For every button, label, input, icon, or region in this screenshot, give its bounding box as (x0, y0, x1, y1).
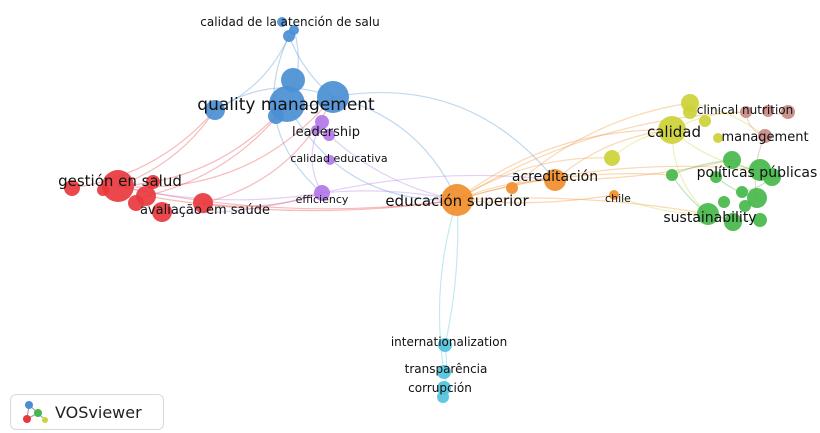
node-yellow[interactable] (658, 116, 686, 144)
node-orange[interactable] (441, 184, 473, 216)
node-green[interactable] (666, 169, 678, 181)
node-purple[interactable] (325, 155, 335, 165)
node-red[interactable] (97, 184, 109, 196)
node-pink[interactable] (740, 106, 752, 118)
node-blue[interactable] (317, 81, 349, 113)
link-orange (456, 129, 673, 201)
node-cyan[interactable] (438, 338, 452, 352)
node-pink[interactable] (758, 129, 772, 143)
node-green[interactable] (697, 203, 719, 225)
brand-name: VOSviewer (55, 402, 142, 422)
link-red (117, 185, 458, 210)
node-red[interactable] (193, 193, 213, 213)
link-orange (456, 165, 761, 201)
node-cyan[interactable] (437, 391, 449, 403)
term-label[interactable]: calidad de la atención de salu (200, 15, 379, 29)
term-label[interactable]: sustainability (663, 210, 756, 226)
node-green[interactable] (724, 213, 742, 231)
node-purple[interactable] (311, 125, 321, 135)
link-blue (286, 103, 458, 201)
node-blue[interactable] (205, 100, 225, 120)
link-red (71, 109, 216, 189)
link-orange (456, 157, 613, 201)
term-label[interactable]: calidad educativa (290, 152, 387, 165)
node-cyan[interactable] (437, 381, 451, 395)
node-green[interactable] (753, 213, 767, 227)
node-green[interactable] (710, 171, 722, 183)
node-green[interactable] (763, 168, 781, 186)
node-orange[interactable] (506, 182, 518, 194)
node-red[interactable] (146, 175, 160, 189)
link-orange (554, 159, 733, 181)
link-red (145, 195, 458, 212)
node-red[interactable] (152, 202, 172, 222)
node-red[interactable] (102, 170, 134, 202)
node-purple[interactable] (314, 185, 330, 201)
node-yellow[interactable] (699, 115, 711, 127)
vosviewer-brand: VOSviewer (10, 394, 164, 430)
vosviewer-logo-icon (23, 401, 48, 423)
term-label[interactable]: políticas públicas (697, 165, 818, 181)
term-label[interactable]: calidad (647, 123, 701, 141)
link-purple (321, 174, 556, 194)
node-blue[interactable] (277, 17, 287, 27)
term-label[interactable]: quality management (197, 95, 375, 115)
node-green[interactable] (723, 151, 741, 169)
link-orange (511, 102, 691, 189)
link-orange (554, 129, 673, 181)
node-yellow[interactable] (604, 150, 620, 166)
term-label[interactable]: chile (605, 192, 631, 205)
link-red (202, 192, 323, 207)
term-label[interactable]: corrupción (408, 381, 472, 395)
link-red (117, 103, 288, 187)
link-orange (456, 197, 709, 215)
term-label[interactable]: avaliação em saúde (140, 203, 270, 218)
node-layer (64, 17, 795, 403)
node-blue[interactable] (268, 108, 284, 124)
node-green[interactable] (747, 188, 767, 208)
term-label[interactable]: leadership (292, 125, 360, 140)
node-red[interactable] (64, 180, 80, 196)
term-label[interactable]: gestión en salud (58, 172, 182, 190)
node-green[interactable] (736, 186, 748, 198)
term-label[interactable]: clinical nutrition (697, 103, 793, 117)
label-layer: calidad de la atención de salu quality ma… (58, 15, 817, 395)
node-orange[interactable] (609, 190, 619, 200)
term-label[interactable]: management (721, 130, 808, 145)
node-red[interactable] (128, 195, 144, 211)
node-purple[interactable] (315, 115, 329, 129)
link-orange (456, 194, 615, 204)
link-blue (332, 96, 458, 201)
node-blue[interactable] (289, 25, 299, 35)
link-purple (161, 192, 323, 214)
node-purple[interactable] (323, 129, 335, 141)
node-green[interactable] (739, 200, 751, 212)
node-orange[interactable] (544, 169, 566, 191)
node-green[interactable] (718, 196, 730, 208)
term-label[interactable]: transparência (405, 362, 488, 376)
link-cyan (438, 199, 458, 373)
link-blue (214, 35, 290, 111)
link-purple (328, 134, 458, 201)
node-pink[interactable] (762, 105, 774, 117)
term-label[interactable]: acreditación (512, 169, 598, 185)
link-cyan (444, 199, 459, 346)
node-yellow[interactable] (683, 105, 697, 119)
term-label[interactable]: educación superior (385, 192, 529, 210)
node-yellow[interactable] (713, 133, 723, 143)
link-orange (456, 111, 747, 201)
term-label[interactable]: efficiency (296, 193, 349, 206)
node-cyan[interactable] (437, 365, 451, 379)
node-pink[interactable] (781, 105, 795, 119)
term-label[interactable]: internationalization (391, 335, 507, 349)
link-blue (332, 91, 556, 181)
